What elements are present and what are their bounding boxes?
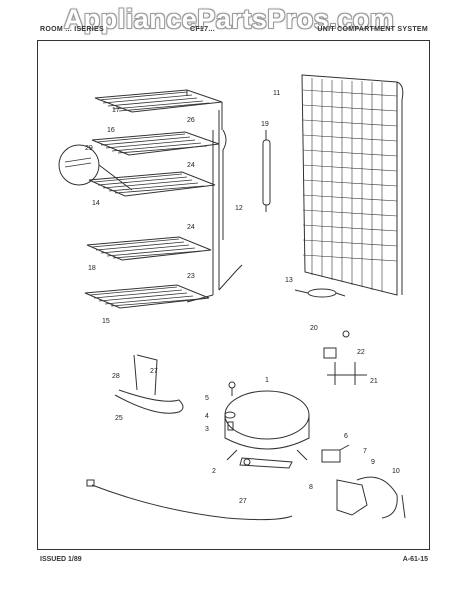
- overload-relay-cover: [321, 444, 406, 519]
- callout-label: 22: [357, 349, 365, 356]
- callout-label: 17: [112, 107, 120, 114]
- tube-19: [262, 130, 271, 212]
- callout-label: 27: [239, 498, 247, 505]
- callout-label: 23: [187, 273, 195, 280]
- callout-label: 12: [235, 205, 243, 212]
- detail-inset-30: [58, 144, 133, 191]
- callout-label: 2: [212, 468, 216, 475]
- callout-label: 9: [371, 459, 375, 466]
- relay-assembly: [323, 330, 367, 385]
- page-reference: A-61-15: [402, 556, 428, 563]
- mounting-plate-2: [239, 457, 293, 469]
- header-section-title: UNIT COMPARTMENT SYSTEM: [317, 26, 428, 33]
- power-cord-26: [86, 479, 293, 521]
- callout-label: 10: [392, 468, 400, 475]
- header-series: ROOM ... ISERIES: [40, 26, 104, 33]
- exploded-parts-diagram: 17 16 29 14 26 24 24 12 18 23 15 19 11 1…: [58, 74, 406, 521]
- condenser-11: [301, 74, 404, 296]
- callout-label: 18: [88, 265, 96, 272]
- callout-label: 19: [261, 121, 269, 128]
- callout-label: 27: [150, 368, 158, 375]
- callout-label: 11: [273, 90, 280, 97]
- header-model: CF17...: [190, 26, 216, 33]
- fasteners: [224, 381, 236, 431]
- compressor-1: [224, 390, 310, 461]
- drier-13: [294, 288, 346, 298]
- issue-date: ISSUED 1/89: [40, 556, 82, 563]
- callout-label: 13: [285, 277, 293, 284]
- callout-label: 21: [370, 378, 378, 385]
- callout-label: 29: [85, 145, 93, 152]
- callout-label: 24: [187, 162, 195, 169]
- callout-label: 8: [309, 484, 313, 491]
- callout-label: 25: [115, 415, 123, 422]
- callout-label: 6: [344, 433, 348, 440]
- diagram-frame: [37, 40, 430, 550]
- callout-label: 3: [205, 426, 209, 433]
- callout-label: 4: [205, 413, 209, 420]
- callout-label: 26: [187, 117, 195, 124]
- callout-label: 14: [92, 200, 100, 207]
- callout-label: 24: [187, 224, 195, 231]
- callout-label: 1: [265, 377, 269, 384]
- callout-label: 16: [107, 127, 115, 134]
- evaporator-shelves: [84, 89, 243, 309]
- watermark: AppliancePartsPros.com: [63, 4, 395, 34]
- callout-label: 7: [363, 448, 367, 455]
- callout-label: 15: [102, 318, 110, 325]
- callout-label: 20: [310, 325, 318, 332]
- callout-label: 28: [112, 373, 120, 380]
- bracket-tube: [114, 354, 184, 414]
- callout-labels: 17 16 29 14 26 24 24 12 18 23 15 19 11 1…: [85, 90, 400, 505]
- callout-label: 5: [205, 395, 209, 402]
